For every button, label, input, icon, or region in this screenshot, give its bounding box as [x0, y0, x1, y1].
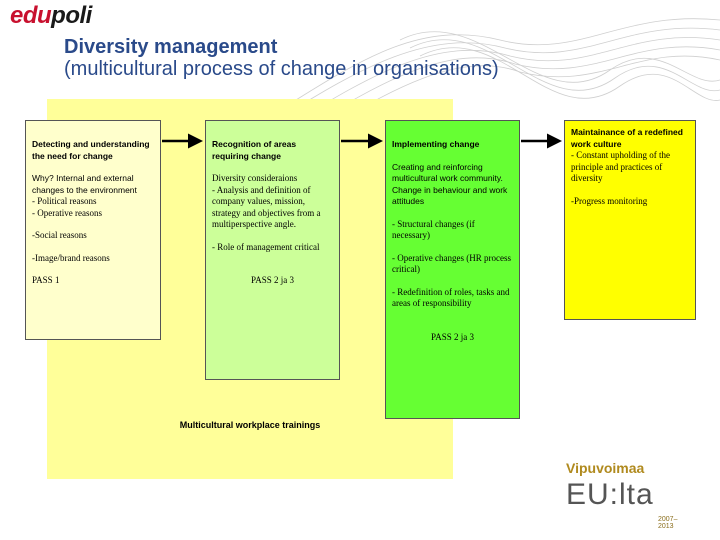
stage-box-recognition: Recognition of areas requiring change Di…	[205, 120, 340, 380]
edupoli-logo: edupoli	[10, 2, 92, 30]
box-text: - Constant upholding of the principle an…	[571, 150, 670, 183]
decorative-wave-lines	[280, 18, 720, 140]
box-text: Creating and reinforcing multicultural w…	[392, 161, 508, 207]
stage-box-implementing: Implementing change Creating and reinfor…	[385, 120, 520, 419]
box-text: Diversity consideraions	[212, 173, 298, 183]
stage-box-maintainance: Maintainance of a redefined work culture…	[564, 120, 696, 320]
box-pass-label: PASS 2 ja 3	[431, 331, 474, 342]
box-text: -Social reasons	[32, 230, 87, 240]
box-text: Why? Internal and external changes to th…	[32, 173, 137, 195]
logo-part-poli: poli	[51, 2, 92, 29]
box-pass-label: PASS 1	[32, 275, 60, 285]
title-line-2: (multicultural process of change in orga…	[64, 58, 499, 80]
eu-lta-text: EU:lta	[566, 478, 654, 511]
background-region-label: Multicultural workplace trainings	[179, 420, 321, 430]
box-pass-label: PASS 2 ja 3	[251, 275, 294, 285]
box-heading: Recognition of areas requiring change	[212, 139, 297, 161]
years-text: 2007–2013	[658, 516, 678, 530]
box-text: - Operative reasons	[32, 207, 102, 218]
box-text: -Image/brand reasons	[32, 252, 110, 263]
box-text: - Structural changes (if necessary)	[392, 218, 475, 241]
box-text: - Role of management critical	[212, 241, 320, 252]
box-text: - Redefinition of roles, tasks and areas…	[392, 286, 510, 309]
box-text: - Political reasons	[32, 196, 97, 206]
box-heading: Implementing change	[392, 139, 480, 149]
box-text: - Analysis and definition of company val…	[212, 184, 321, 230]
vipuvoimaa-eu-logo: Vipuvoimaa EU:lta 2007–2013	[566, 460, 677, 530]
box-heading: Detecting and understanding the need for…	[32, 139, 150, 161]
box-text: -Progress monitoring	[571, 195, 648, 206]
title-line-1: Diversity management	[64, 36, 278, 58]
box-text: - Operative changes (HR process critical…	[392, 252, 511, 275]
stage-box-detecting: Detecting and understanding the need for…	[25, 120, 161, 340]
vipuvoimaa-text: Vipuvoimaa	[566, 460, 645, 476]
box-heading: Maintainance of a redefined work culture	[571, 127, 683, 149]
logo-part-edu: edu	[10, 2, 52, 29]
slide-title: Diversity management (multicultural proc…	[64, 36, 499, 80]
